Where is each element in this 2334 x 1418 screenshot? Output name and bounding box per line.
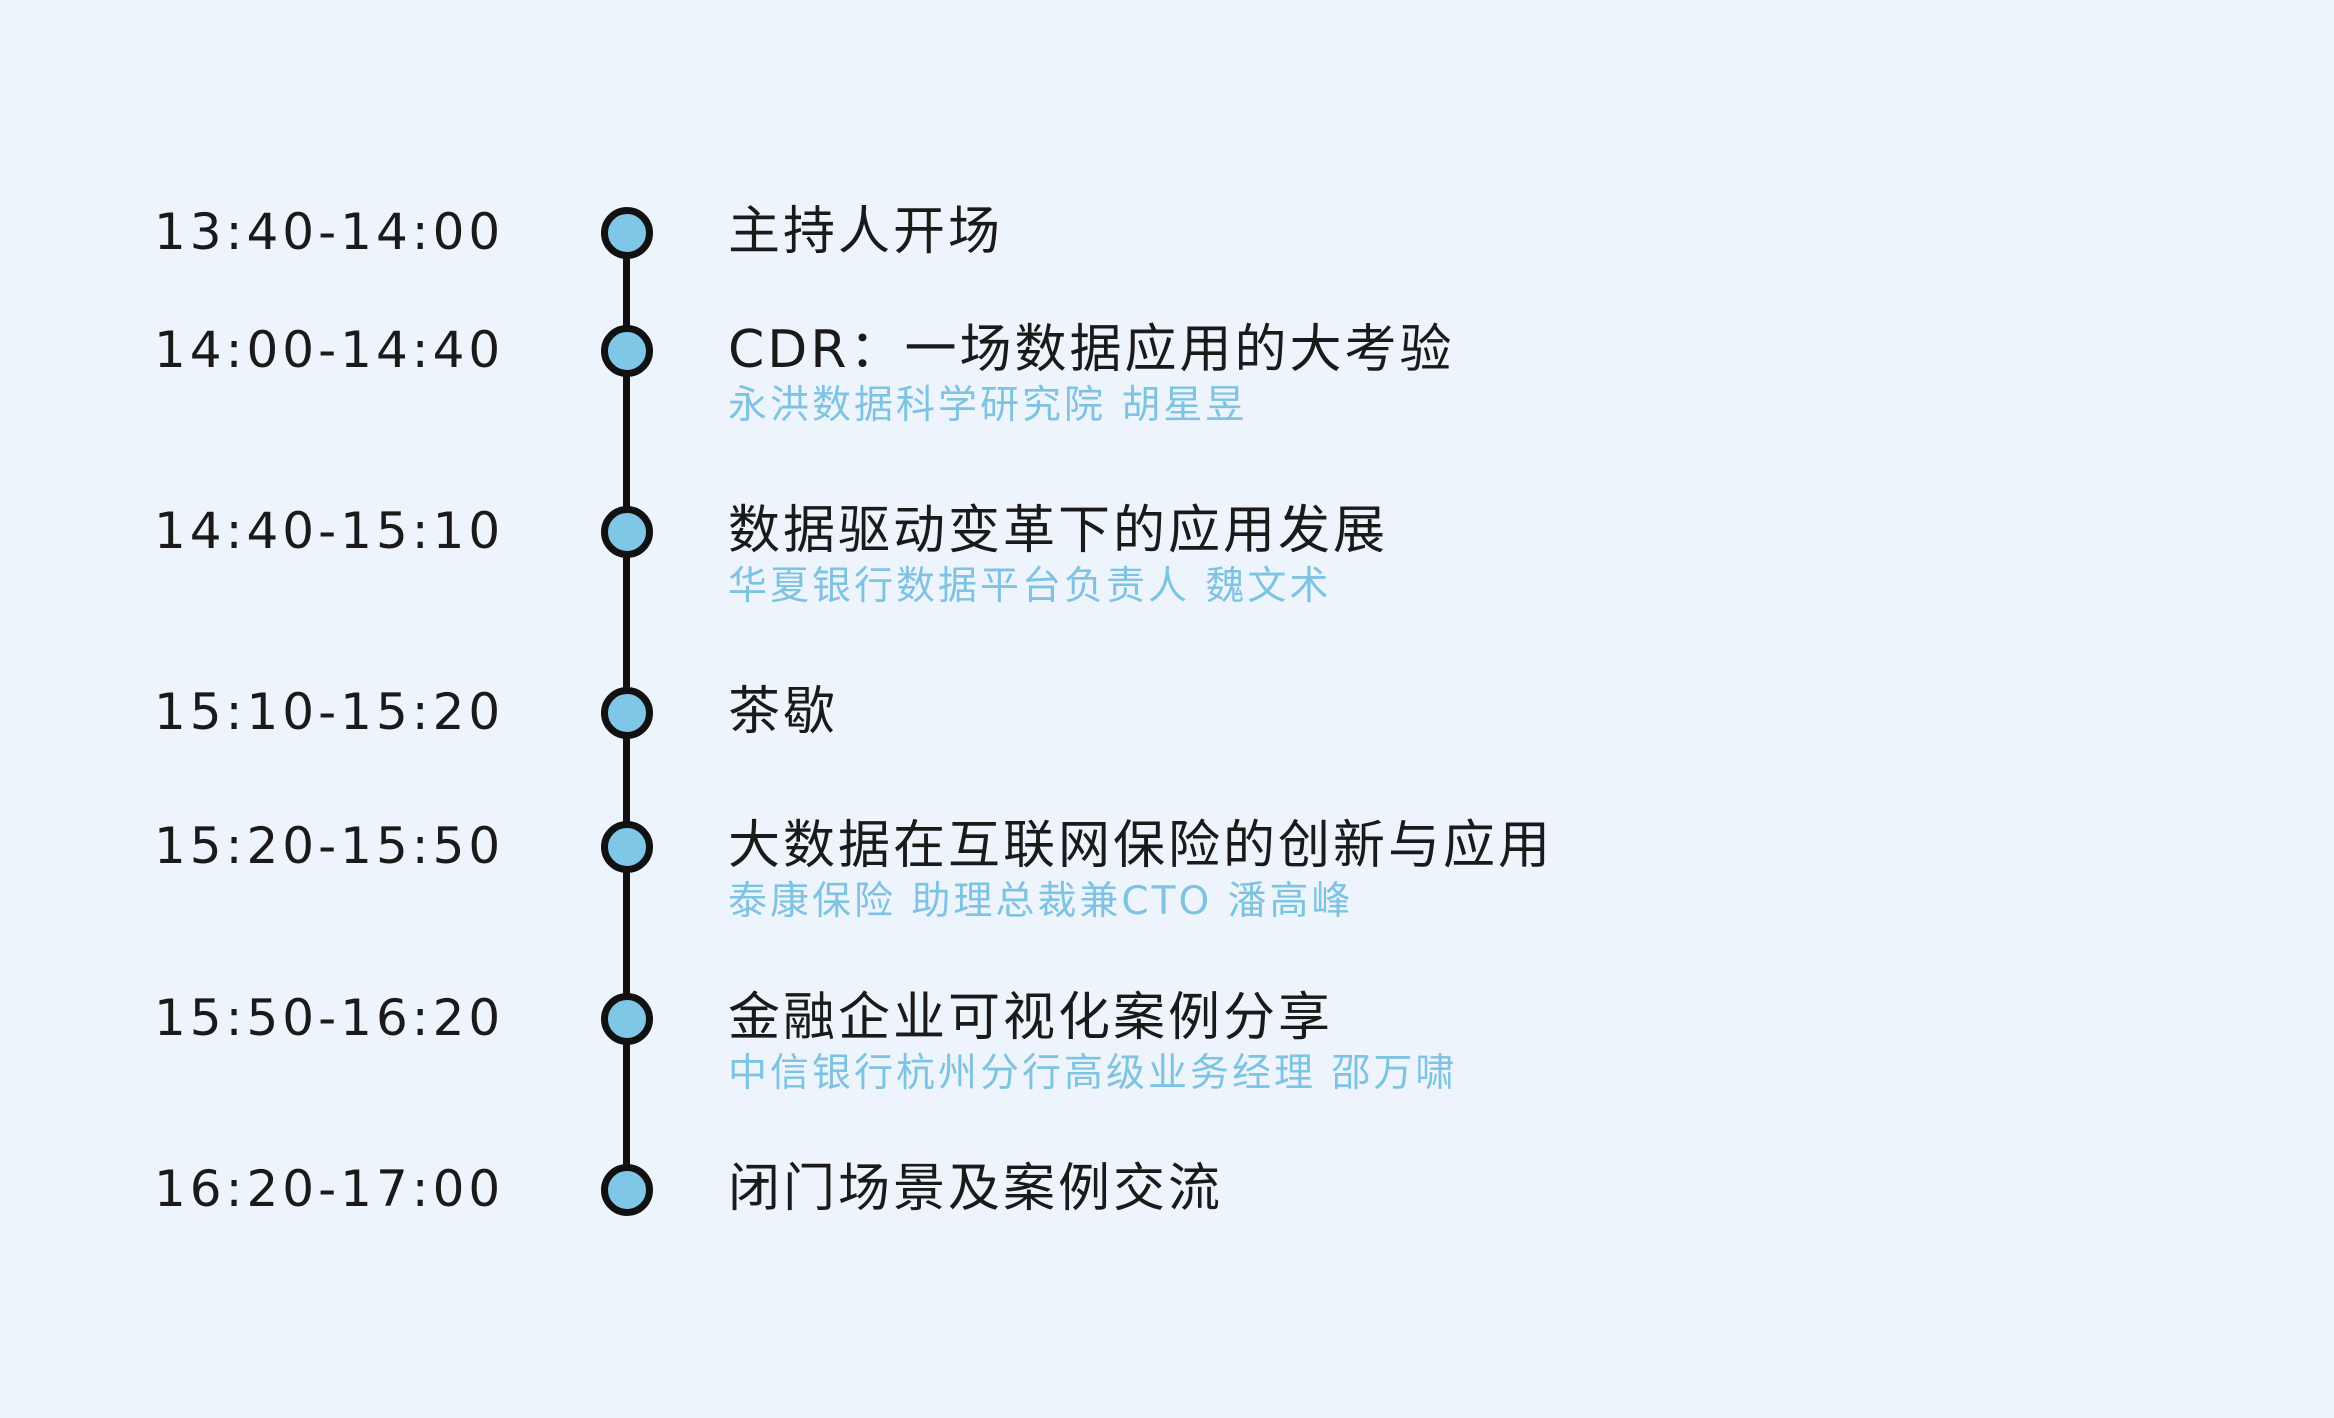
agenda-speaker: 中信银行杭州分行高级业务经理 邵万啸: [728, 1051, 1458, 1096]
agenda-time: 15:50-16:20: [154, 989, 505, 1047]
agenda-item: 15:10-15:20 茶歇: [0, 682, 2334, 742]
agenda-time: 14:00-14:40: [154, 321, 505, 379]
agenda-speaker: 泰康保险 助理总裁兼CTO 潘高峰: [728, 879, 1354, 924]
agenda-item: 15:50-16:20 金融企业可视化案例分享 中信银行杭州分行高级业务经理 邵…: [0, 988, 2334, 1096]
timeline-dot: [601, 993, 653, 1045]
agenda-title: 数据驱动变革下的应用发展: [728, 501, 1389, 561]
agenda-time: 14:40-15:10: [154, 502, 505, 560]
agenda-title: 大数据在互联网保险的创新与应用: [728, 816, 1554, 876]
timeline-dot: [601, 506, 653, 558]
timeline-dot: [601, 207, 653, 259]
agenda-speaker: 永洪数据科学研究院 胡星昱: [728, 383, 1248, 428]
agenda-title: 茶歇: [728, 682, 839, 742]
agenda-item: 14:00-14:40 CDR：一场数据应用的大考验 永洪数据科学研究院 胡星昱: [0, 320, 2334, 428]
timeline-dot: [601, 325, 653, 377]
agenda-item: 13:40-14:00 主持人开场: [0, 202, 2334, 262]
agenda-title: 金融企业可视化案例分享: [728, 988, 1334, 1048]
agenda-time: 15:10-15:20: [154, 683, 505, 741]
agenda-item: 14:40-15:10 数据驱动变革下的应用发展 华夏银行数据平台负责人 魏文术: [0, 501, 2334, 609]
timeline-dot: [601, 821, 653, 873]
agenda-item: 16:20-17:00 闭门场景及案例交流: [0, 1159, 2334, 1219]
timeline-dot: [601, 687, 653, 739]
agenda-title: 主持人开场: [728, 202, 1004, 262]
agenda-speaker: 华夏银行数据平台负责人 魏文术: [728, 564, 1332, 609]
agenda-time: 16:20-17:00: [154, 1160, 505, 1218]
agenda-title: CDR：一场数据应用的大考验: [728, 320, 1455, 380]
agenda-item: 15:20-15:50 大数据在互联网保险的创新与应用 泰康保险 助理总裁兼CT…: [0, 816, 2334, 924]
agenda-time: 13:40-14:00: [154, 203, 505, 261]
agenda-time: 15:20-15:50: [154, 817, 505, 875]
agenda-title: 闭门场景及案例交流: [728, 1159, 1224, 1219]
timeline-dot: [601, 1164, 653, 1216]
